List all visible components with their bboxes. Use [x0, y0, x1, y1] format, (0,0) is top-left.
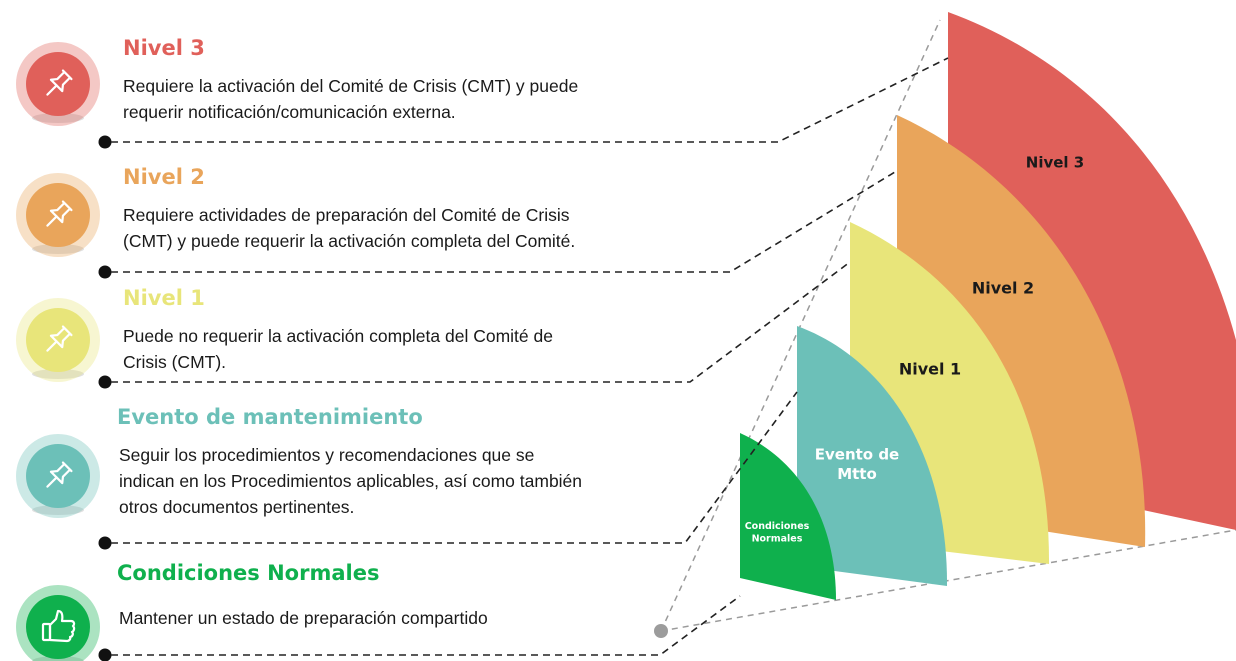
connector-dashed-line: [111, 595, 741, 656]
connector-dashed-line: [111, 57, 949, 143]
level-row-nivel2: Nivel 2 Requiere actividades de preparaci…: [16, 165, 896, 279]
connector-dot: [98, 375, 112, 389]
fan-label-line: Condiciones: [745, 521, 810, 532]
fan-label-line: Normales: [752, 534, 803, 545]
level-row-nivel1: Nivel 1 Puede no requerir la activación c…: [16, 261, 851, 389]
guide-line-upper: [660, 19, 941, 632]
icon-disc: [26, 183, 90, 247]
fan-label-nivel2: Nivel 2: [972, 279, 1034, 298]
fan-label-line: Evento de: [815, 446, 900, 464]
level-description-line: Requiere actividades de preparación del …: [123, 205, 570, 225]
pushpin-icon: [16, 298, 100, 382]
icon-disc: [26, 308, 90, 372]
level-descriptions: Nivel 3 Requiere la activación del Comité…: [16, 36, 949, 661]
perspective-guides: [654, 19, 1236, 638]
level-description-line: (CMT) y puede requerir la activación com…: [123, 231, 575, 251]
pushpin-glyph: [46, 69, 73, 96]
connector: [98, 171, 896, 279]
connector-dot: [98, 648, 112, 661]
level-title: Nivel 1: [123, 286, 205, 310]
level-description-line: Seguir los procedimientos y recomendacio…: [119, 445, 534, 465]
thumbs-up-glyph: [41, 609, 76, 643]
level-title: Nivel 3: [123, 36, 205, 60]
connector-dot: [98, 265, 112, 279]
level-description-line: otros documentos pertinentes.: [119, 497, 354, 517]
icon-shadow: [32, 505, 84, 515]
pushpin-icon: [16, 42, 100, 126]
fan-sector-normales: [740, 433, 836, 600]
icon-disc: [26, 595, 90, 659]
guide-line-lower: [660, 529, 1236, 632]
connector-dashed-line: [111, 261, 851, 383]
thumbs-up-icon: [16, 585, 100, 661]
connector: [98, 391, 798, 550]
connector-dot: [98, 135, 112, 149]
level-title: Nivel 2: [123, 165, 205, 189]
pushpin-glyph: [46, 325, 73, 352]
level-description-line: requerir notificación/comunicación exter…: [123, 102, 456, 122]
level-description-line: Requiere la activación del Comité de Cri…: [123, 76, 578, 96]
level-row-nivel3: Nivel 3 Requiere la activación del Comité…: [16, 36, 949, 149]
pushpin-icon: [16, 434, 100, 518]
level-description-line: indican en los Procedimientos aplicables…: [119, 471, 582, 491]
fan-label-line: Nivel 2: [972, 279, 1034, 298]
pushpin-glyph: [46, 200, 73, 227]
connector-dashed-line: [111, 391, 798, 544]
level-description-line: Mantener un estado de preparación compar…: [119, 608, 488, 628]
icon-disc: [26, 52, 90, 116]
level-description-line: Crisis (CMT).: [123, 352, 226, 372]
icon-disc: [26, 444, 90, 508]
connector: [98, 57, 949, 149]
pin-needle: [46, 476, 58, 488]
connector-dot: [98, 536, 112, 550]
fan-label-line: Mtto: [837, 465, 877, 483]
fan-label-line: Nivel 3: [1026, 153, 1084, 171]
connector: [98, 261, 851, 389]
icon-shadow: [32, 113, 84, 123]
connector-dashed-line: [111, 171, 896, 273]
level-title: Condiciones Normales: [117, 561, 379, 585]
level-description-line: Puede no requerir la activación completa…: [123, 326, 553, 346]
fan-label-line: Nivel 1: [899, 360, 961, 379]
fan-label-nivel3: Nivel 3: [1026, 153, 1084, 171]
level-title: Evento de mantenimiento: [117, 405, 423, 429]
icon-shadow: [32, 369, 84, 379]
vertex-dot: [654, 624, 668, 638]
pin-needle: [46, 215, 58, 227]
pin-needle: [46, 340, 58, 352]
connector: [98, 595, 741, 661]
thumb-hand: [48, 609, 76, 643]
pushpin-icon: [16, 173, 100, 257]
fan-sector-evento: [797, 326, 948, 586]
fan-label-nivel1: Nivel 1: [899, 360, 961, 379]
pushpin-glyph: [46, 461, 73, 488]
icon-shadow: [32, 244, 84, 254]
pin-needle: [46, 84, 58, 96]
